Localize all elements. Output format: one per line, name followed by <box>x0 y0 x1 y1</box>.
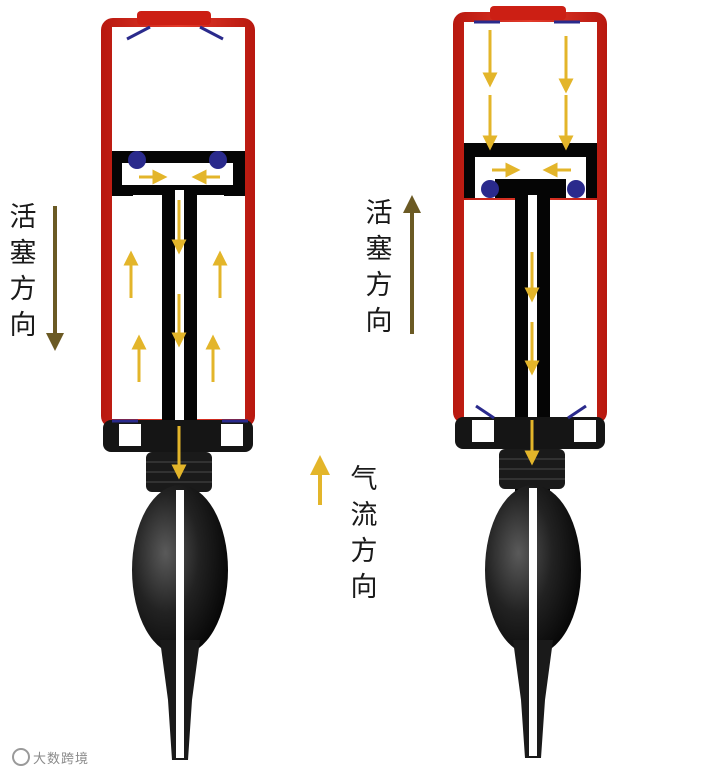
left-top-valve-flap-r <box>199 25 224 41</box>
airflow-direction-label: 气流方向 <box>350 464 378 603</box>
left-top-valve-flap-l <box>126 25 151 41</box>
left-bottom-port-l <box>119 424 141 446</box>
right-airflow-arrows <box>482 30 574 466</box>
right-piston-inner <box>475 157 586 179</box>
left-pump <box>101 11 255 760</box>
right-upper-chamber <box>464 22 597 143</box>
right-valve-ball-l <box>481 180 499 198</box>
left-valve-ball-r <box>209 151 227 169</box>
piston-direction-label-left: 活塞方向 <box>9 202 37 341</box>
left-nozzle-bore <box>176 490 184 758</box>
piston-direction-label-right: 活塞方向 <box>365 198 393 337</box>
left-bottom-port-r <box>221 424 243 446</box>
left-airflow-arrows <box>123 169 228 480</box>
right-bottom-port-l <box>472 420 494 442</box>
left-upper-chamber <box>112 27 245 151</box>
watermark: 大数跨境 <box>12 748 89 767</box>
right-nozzle-bore <box>529 488 537 756</box>
right-cylinder-cap <box>490 6 566 20</box>
left-valve-ball-l <box>128 151 146 169</box>
right-bottom-flap-l <box>475 404 495 420</box>
left-cylinder-cap <box>137 11 211 25</box>
right-valve-ball-r <box>567 180 585 198</box>
right-pump <box>453 6 607 758</box>
watermark-logo-icon <box>12 748 30 766</box>
right-bottom-port-r <box>574 420 596 442</box>
watermark-text: 大数跨境 <box>33 752 90 767</box>
right-bottom-flap-r <box>567 404 587 420</box>
